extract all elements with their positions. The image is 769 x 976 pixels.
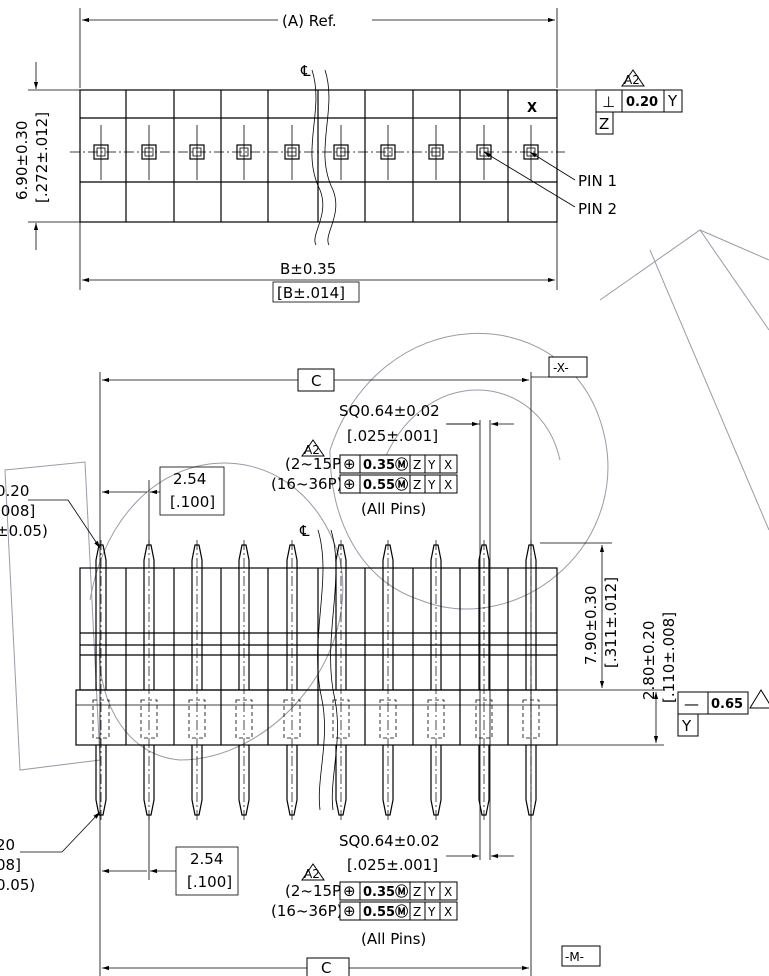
datum-3: X xyxy=(444,905,452,919)
pos-range: (2~15P) xyxy=(285,882,347,900)
left-chamfer-bot-1: 20 xyxy=(0,836,15,854)
pos-range: (16~36P) xyxy=(271,902,343,920)
pos-range: (2~15P) xyxy=(285,455,347,473)
pin-lower xyxy=(478,745,490,816)
position-symbol: ⊕ xyxy=(343,882,356,900)
flatness-symbol: — xyxy=(684,695,699,713)
front-revision-mark: A2 xyxy=(304,443,320,457)
datum-2: Y xyxy=(427,885,436,899)
datum-1: Z xyxy=(413,478,421,492)
sq-size-mm: SQ0.64±0.02 xyxy=(339,402,440,420)
pin-lower xyxy=(238,745,250,816)
pin1-label: PIN 1 xyxy=(578,172,617,190)
pin-hidden xyxy=(427,699,445,739)
width-c-label: C xyxy=(311,372,321,390)
width-in-label: [B±.014] xyxy=(277,284,345,302)
sq-bot-mm: SQ0.64±0.02 xyxy=(339,832,440,850)
pin-hidden xyxy=(140,699,158,739)
datum-m-label: -M- xyxy=(565,950,584,964)
width-mm-label: B±0.35 xyxy=(280,260,336,278)
body-height-in: [.110±.008] xyxy=(660,612,678,703)
position-tolerance: 0.55Ⓜ xyxy=(363,477,408,493)
pos-box xyxy=(439,474,458,494)
x-marker: X xyxy=(527,101,537,116)
sq-size-in: [.025±.001] xyxy=(347,427,438,445)
position-symbol: ⊕ xyxy=(343,455,356,473)
housing-lower xyxy=(75,689,558,746)
sq-bot-in: [.025±.001] xyxy=(347,856,438,874)
datum-1: Z xyxy=(413,458,421,472)
datum-x-label: -X- xyxy=(553,361,569,375)
revision-mark: A2 xyxy=(624,73,640,87)
pin2-label: PIN 2 xyxy=(578,200,617,218)
watermark-logo xyxy=(4,229,769,771)
pin-lower xyxy=(525,745,537,816)
pitch-in-label: [.100] xyxy=(170,493,215,511)
datum-2: Y xyxy=(427,478,436,492)
position-symbol: ⊕ xyxy=(343,902,356,920)
datum-3: X xyxy=(444,478,452,492)
flatness-datum: Y xyxy=(681,717,692,735)
left-chamfer-1: 0.20 xyxy=(0,482,29,500)
height-in-label: [.272±.012] xyxy=(33,112,51,203)
pin-height-mm: 7.90±0.30 xyxy=(582,586,600,665)
pos-box xyxy=(439,454,458,474)
pin-lower xyxy=(335,745,347,816)
pin-lower xyxy=(430,745,442,816)
flatness-tolerance: 0.65 xyxy=(711,697,743,712)
width-c-bottom-label: C xyxy=(321,959,331,976)
left-chamfer-2: .008] xyxy=(0,502,35,520)
datum-3: X xyxy=(444,458,452,472)
pitch-mm-label: 2.54 xyxy=(173,470,206,488)
pin-hidden xyxy=(283,699,301,739)
front-centerline-symbol: ℄ xyxy=(299,522,310,540)
pin-height-in: [.311±.012] xyxy=(602,577,620,668)
pos-box xyxy=(439,901,458,921)
top-view: (A) Ref. ℄ X 6.90±0.30 [.272±.012] B±0.3… xyxy=(13,8,683,303)
pin-hidden xyxy=(92,699,110,739)
pin-hidden xyxy=(332,699,350,739)
centerline-symbol: ℄ xyxy=(300,62,311,80)
position-symbol: ⊕ xyxy=(343,475,356,493)
pin-lower xyxy=(191,745,203,816)
pin-hidden xyxy=(188,699,206,739)
datum-3: X xyxy=(444,885,452,899)
pin-hidden xyxy=(522,699,540,739)
pin-hidden xyxy=(235,699,253,739)
pin-lower xyxy=(382,745,394,816)
datum-2: Y xyxy=(427,458,436,472)
pin-lower xyxy=(95,745,107,816)
pitch-bot-mm: 2.54 xyxy=(190,850,223,868)
position-tolerance: 0.35Ⓜ xyxy=(363,884,408,900)
pos-range: (16~36P) xyxy=(271,475,343,493)
position-tolerance: 0.35Ⓜ xyxy=(363,457,408,473)
pitch-bot-in: [.100] xyxy=(187,873,232,891)
front-view: C -X- C -M- ℄ SQ0.64±0.02 [.025±.001] A2… xyxy=(0,356,769,976)
datum-2: Y xyxy=(427,905,436,919)
pin-lower xyxy=(286,745,298,816)
left-chamfer-bot-3: 0.05) xyxy=(0,876,35,894)
perpendicular-symbol: ⊥ xyxy=(602,93,615,111)
height-mm-label: 6.90±0.30 xyxy=(13,121,31,200)
position-tolerance: 0.55Ⓜ xyxy=(363,904,408,920)
left-chamfer-3: ±0.05) xyxy=(0,522,48,540)
ref-dimension-label: (A) Ref. xyxy=(282,12,337,30)
datum-z-label: Z xyxy=(599,115,609,133)
body-height-mm: 2.80±0.20 xyxy=(640,621,658,700)
datum-1: Z xyxy=(413,885,421,899)
pin-hidden xyxy=(475,699,493,739)
perpendicularity-datum: Y xyxy=(667,92,678,110)
left-chamfer-bot-2: 08] xyxy=(0,856,21,874)
bottom-revision-mark: A2 xyxy=(304,867,320,881)
all-pins-label: (All Pins) xyxy=(361,500,426,518)
pos-box xyxy=(439,881,458,901)
perpendicularity-tolerance: 0.20 xyxy=(626,95,658,110)
pin-hidden xyxy=(379,699,397,739)
all-pins-bottom-label: (All Pins) xyxy=(361,930,426,948)
datum-1: Z xyxy=(413,905,421,919)
